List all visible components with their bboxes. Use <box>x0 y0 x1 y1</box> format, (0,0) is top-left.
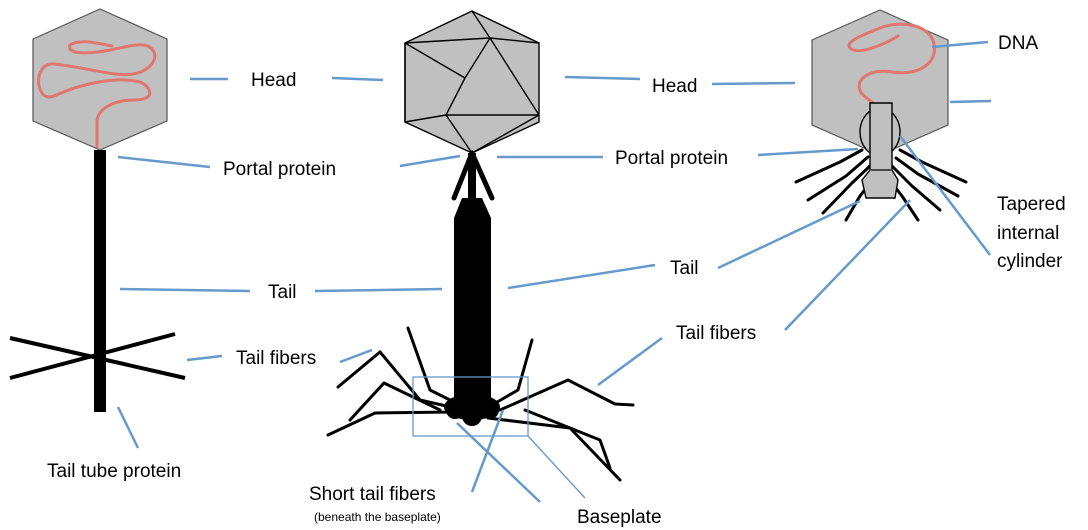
leader-left-portal <box>118 157 210 167</box>
leader-cylinder <box>900 136 990 255</box>
label-right-tail: Tail <box>670 258 699 279</box>
fiber-d <box>328 412 455 435</box>
left-head <box>33 9 167 150</box>
fiber-e <box>492 340 532 405</box>
label-left-tail: Tail <box>268 282 297 303</box>
label-left-head: Head <box>251 70 296 91</box>
leader-right-tail-b <box>718 201 860 268</box>
middle-tail-sheath <box>454 198 491 400</box>
middle-head <box>405 11 539 153</box>
leader-mid-portal <box>400 156 460 166</box>
leader-baseplate-b <box>528 436 585 498</box>
label-cylinder-3: cylinder <box>997 251 1063 272</box>
label-right-tail-fibers: Tail fibers <box>676 323 756 344</box>
leader-right-head-a <box>565 77 640 79</box>
leader-tail-tube <box>118 407 138 448</box>
label-right-portal: Portal protein <box>615 148 728 169</box>
label-cylinder-2: internal <box>997 223 1059 244</box>
leader-right-portal-b <box>758 149 858 155</box>
leader-right-tail-a <box>508 265 655 288</box>
leader-left-tail <box>120 289 250 291</box>
middle-phage <box>328 11 633 480</box>
left-phage <box>10 9 185 412</box>
label-short-fibers-note: (beneath the baseplate) <box>314 510 441 524</box>
label-short-fibers: Short tail fibers <box>309 484 436 505</box>
leader-left-fibers <box>187 356 222 360</box>
label-left-portal: Portal protein <box>223 159 336 180</box>
middle-neck <box>468 153 476 198</box>
leader-mid-tail <box>315 289 442 291</box>
label-tail-tube: Tail tube protein <box>47 461 181 482</box>
leader-mid-head <box>332 78 383 80</box>
label-dna: DNA <box>998 33 1038 54</box>
leader-right-fibers-a <box>598 338 662 385</box>
label-left-tail-fibers: Tail fibers <box>236 348 316 369</box>
leader-right-head-c <box>950 101 991 102</box>
label-cylinder-1: Tapered <box>997 194 1066 215</box>
left-tail <box>94 150 106 412</box>
middle-baseplate <box>444 394 500 426</box>
fiber-b <box>338 352 455 408</box>
fiber-g <box>525 410 610 468</box>
label-right-head: Head <box>652 76 697 97</box>
label-baseplate: Baseplate <box>577 507 662 528</box>
leader-right-head-b <box>712 83 795 84</box>
leader-mid-fibers <box>340 350 372 362</box>
